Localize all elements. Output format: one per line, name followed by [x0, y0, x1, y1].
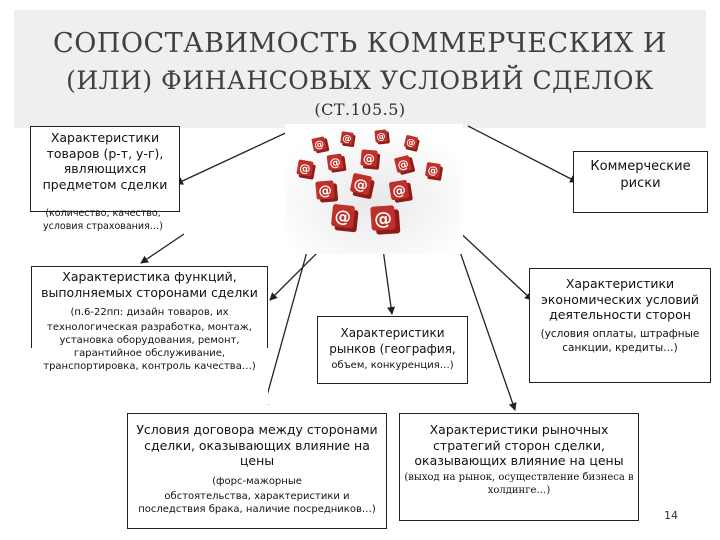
- slide-title-line-2: (ИЛИ) ФИНАНСОВЫХ УСЛОВИЙ СДЕЛОК: [66, 66, 654, 95]
- die-5: @: [296, 159, 316, 180]
- markets-characteristics-box: Характеристики рынков (география, объем,…: [317, 316, 468, 384]
- contract-details-prefix: (форс-мажорные: [212, 475, 302, 487]
- arrow-to-risks: [467, 125, 578, 183]
- die-1: @: [311, 136, 330, 154]
- title-band: [14, 10, 706, 128]
- commercial-risks-title: Коммерческие риски: [590, 159, 691, 191]
- dice-illustration: @@@@@@@@@@@@@@: [285, 124, 463, 254]
- economic-conditions-details: (условия оплаты, штрафные санкции, креди…: [540, 327, 700, 354]
- svg-text:@: @: [373, 208, 392, 230]
- die-6: @: [326, 153, 347, 173]
- svg-text:@: @: [405, 137, 416, 149]
- economic-conditions-title: Характеристики экономических условий дея…: [541, 276, 699, 322]
- die-12: @: [389, 180, 413, 203]
- svg-text:@: @: [362, 151, 375, 166]
- functions-characteristics-title: Характеристика функций, выполняемых стор…: [41, 269, 258, 300]
- slide-title-line-1: СОПОСТАВИМОСТЬ КОММЕРЧЕСКИХ И: [53, 28, 667, 59]
- page-number: 14: [664, 509, 678, 522]
- die-10: @: [315, 180, 339, 203]
- svg-text:@: @: [313, 139, 325, 152]
- die-9: @: [425, 162, 443, 181]
- economic-conditions-box: Характеристики экономических условий дея…: [529, 268, 711, 383]
- svg-text:@: @: [298, 161, 311, 176]
- slide-title-article: (СТ.105.5): [314, 100, 406, 119]
- svg-text:@: @: [352, 176, 369, 195]
- commercial-risks-box: Коммерческие риски: [573, 151, 708, 213]
- die-2: @: [340, 131, 356, 148]
- die-4: @: [404, 135, 420, 152]
- arrow-to-goods: [175, 129, 293, 185]
- contract-terms-details: обстоятельства, характеристики и последс…: [138, 490, 376, 515]
- die-3: @: [374, 129, 390, 145]
- markets-characteristics-title: Характеристики рынков: [329, 326, 445, 356]
- svg-text:@: @: [391, 182, 407, 200]
- red-at-sign-dice-icon: @@@@@@@@@@@@@@: [285, 124, 463, 254]
- arrow-to-contract: [261, 247, 309, 411]
- goods-characteristics-box: Характеристики товаров (р-т, у-г), являю…: [30, 126, 180, 212]
- svg-text:@: @: [318, 182, 333, 199]
- arrow-to-strategies: [457, 245, 517, 411]
- markets-characteristics-details: объем, конкуренция…): [331, 360, 454, 371]
- functions-box-frame: [31, 266, 268, 348]
- die-13: @: [331, 204, 359, 233]
- goods-characteristics-details: (количество, качество, условия страхован…: [42, 208, 163, 232]
- contract-terms-box: Условия договора между сторонами сделки,…: [127, 413, 387, 529]
- die-7: @: [360, 149, 381, 170]
- arrow-left-vertical: [140, 233, 185, 264]
- svg-text:@: @: [334, 206, 352, 227]
- functions-characteristics-box: Характеристика функций, выполняемых стор…: [31, 266, 268, 411]
- die-14: @: [370, 205, 401, 235]
- svg-text:@: @: [427, 164, 439, 177]
- goods-characteristics-title: Характеристики товаров (р-т, у-г), являю…: [42, 130, 168, 192]
- functions-details-prefix: (п.6-22пп: дизайн товаров, их: [70, 307, 229, 318]
- svg-text:@: @: [376, 132, 386, 143]
- market-strategies-title: Характеристики рыночных стратегий сторон…: [414, 422, 624, 468]
- die-11: @: [350, 173, 375, 199]
- arrow-to-markets: [381, 241, 395, 315]
- contract-terms-title: Условия договора между сторонами сделки,…: [136, 422, 378, 468]
- svg-text:@: @: [342, 134, 352, 145]
- die-8: @: [394, 155, 415, 175]
- svg-text:@: @: [329, 155, 342, 169]
- svg-text:@: @: [396, 157, 410, 172]
- market-strategies-box: Характеристики рыночных стратегий сторон…: [399, 413, 639, 521]
- market-strategies-details: (выход на рынок, осуществление бизнеса в…: [404, 471, 634, 496]
- markets-details-prefix: (география,: [379, 342, 456, 356]
- functions-characteristics-details: технологическая разработка, монтаж, уста…: [43, 322, 256, 372]
